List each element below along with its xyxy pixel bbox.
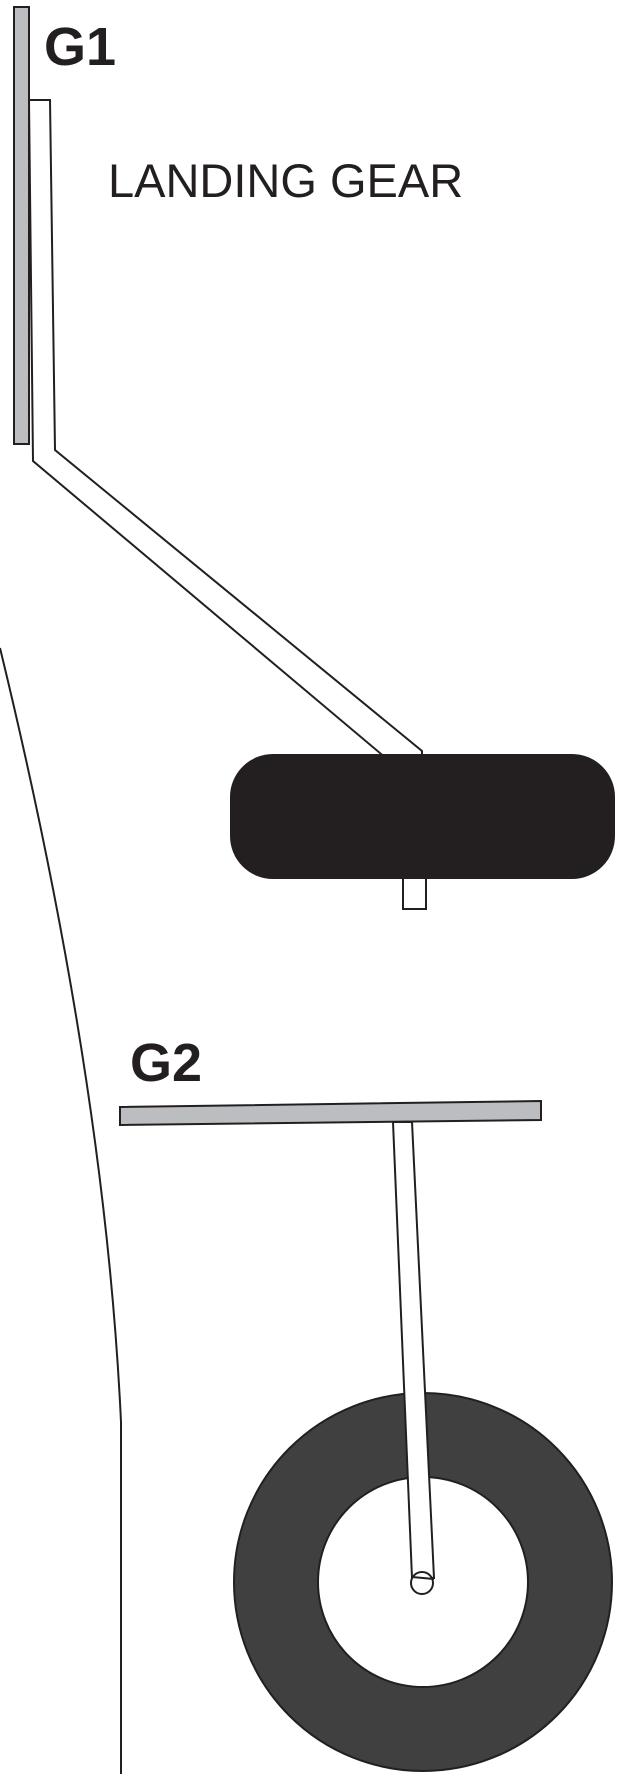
fuselage-contour-line: [0, 647, 122, 1774]
g1-label: G1: [44, 17, 116, 77]
g2-axle-pivot: [410, 1571, 434, 1595]
g2-front-view: G2: [119, 1033, 613, 1772]
g1-mounting-plate: [13, 6, 30, 445]
diagram-title: LANDING GEAR: [108, 154, 463, 207]
g2-mounting-bar: [119, 1099, 542, 1127]
g1-side-view: G1 LANDING GEAR: [13, 6, 615, 910]
g1-wheel-side: [230, 754, 615, 879]
g2-axle-line: [411, 1576, 435, 1580]
g2-label: G2: [130, 1033, 202, 1093]
